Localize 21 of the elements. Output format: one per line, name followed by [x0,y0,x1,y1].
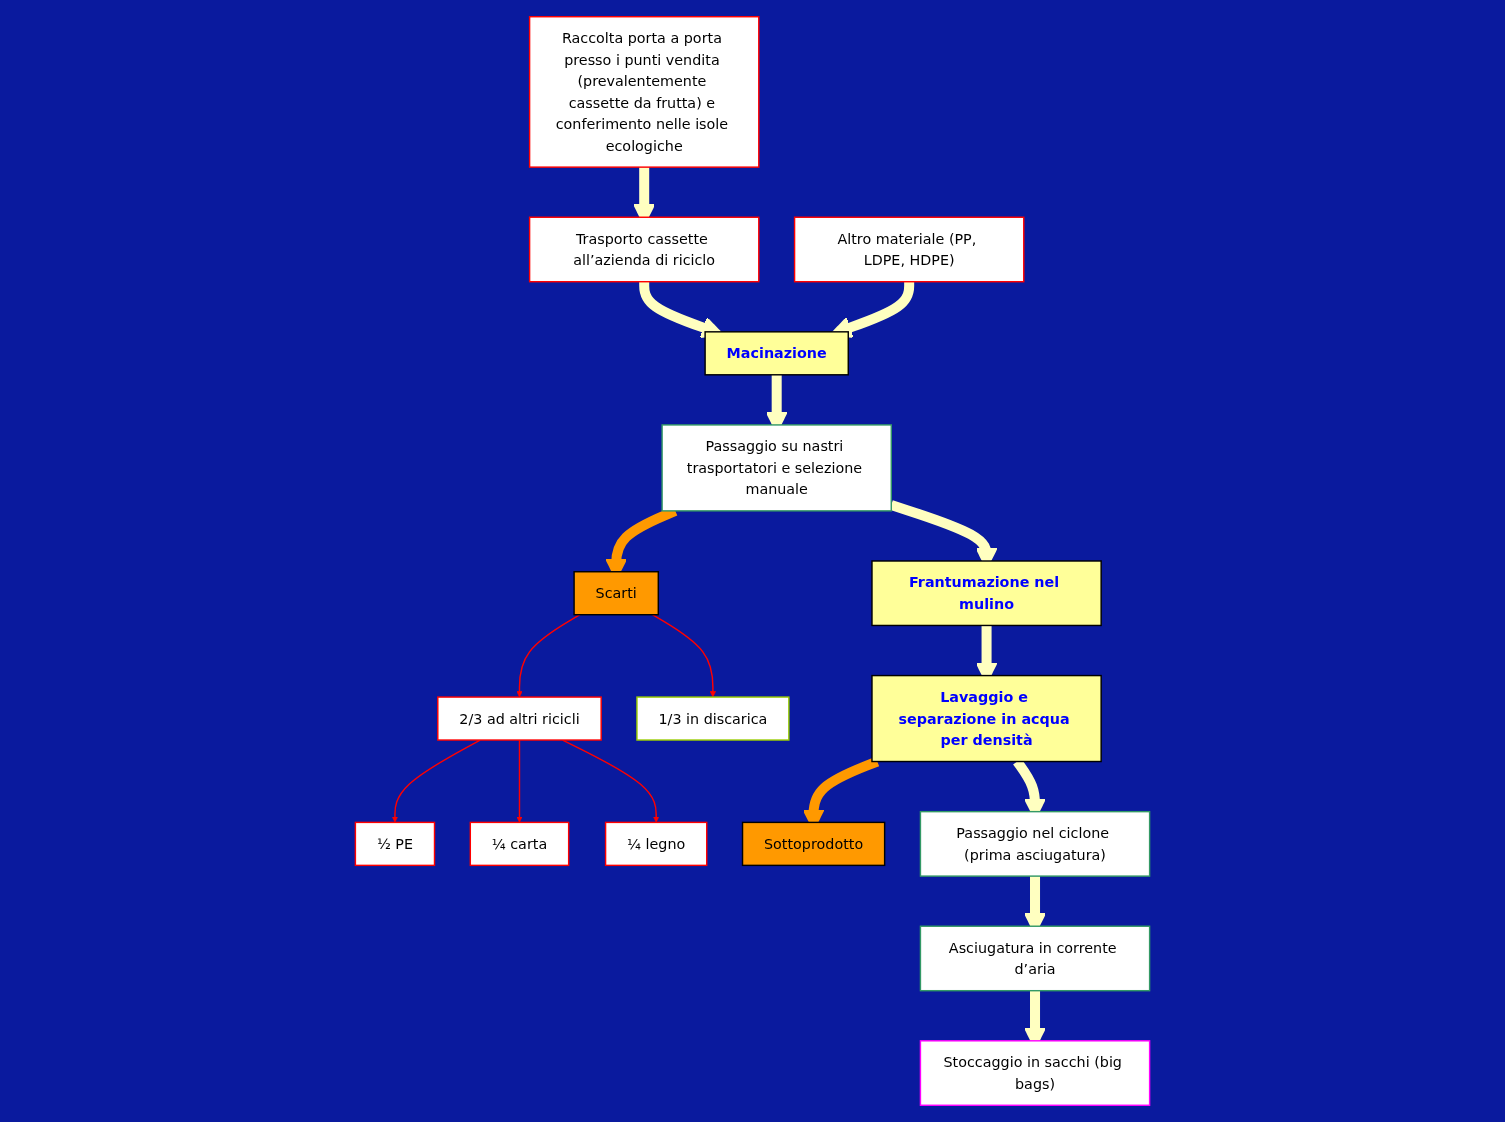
node-box: Frantumazione nel mulino [871,560,1102,627]
arrow [516,614,581,698]
arrow [651,614,717,698]
arrow [391,739,481,823]
node-box: Macinazione [704,331,849,376]
node-box: Scarti [573,571,659,616]
node-box: Passaggio nel ciclone (prima asciugatura) [919,810,1151,877]
node-box: Trasporto cassette all’azienda di riciclo [528,216,760,283]
node-box: Lavaggio e separazione in acqua per densità [871,674,1102,763]
node-box: Passaggio su nastri trasportatori e selezione manuale [661,424,892,512]
node-box: Asciugatura in corrente d’aria [919,925,1151,992]
node-box: 1/3 in discarica [636,696,790,741]
node-box: Raccolta porta a porta presso i punti vendita (prevalentemente cassette da frutta) e conferimento nelle isole ecologiche [528,16,760,168]
node-box: ¼ legno [604,821,708,867]
node-box: Altro materiale (PP, LDPE, HDPE) [793,216,1025,283]
arrow [516,739,523,823]
node-box: ¼ carta [469,821,570,867]
node-box: 2/3 ad altri ricicli [437,696,602,741]
node-box: Stoccaggio in sacchi (big bags) [919,1040,1151,1106]
node-box: Sottoprodotto [741,821,886,867]
node-box: ½ PE [354,821,436,867]
